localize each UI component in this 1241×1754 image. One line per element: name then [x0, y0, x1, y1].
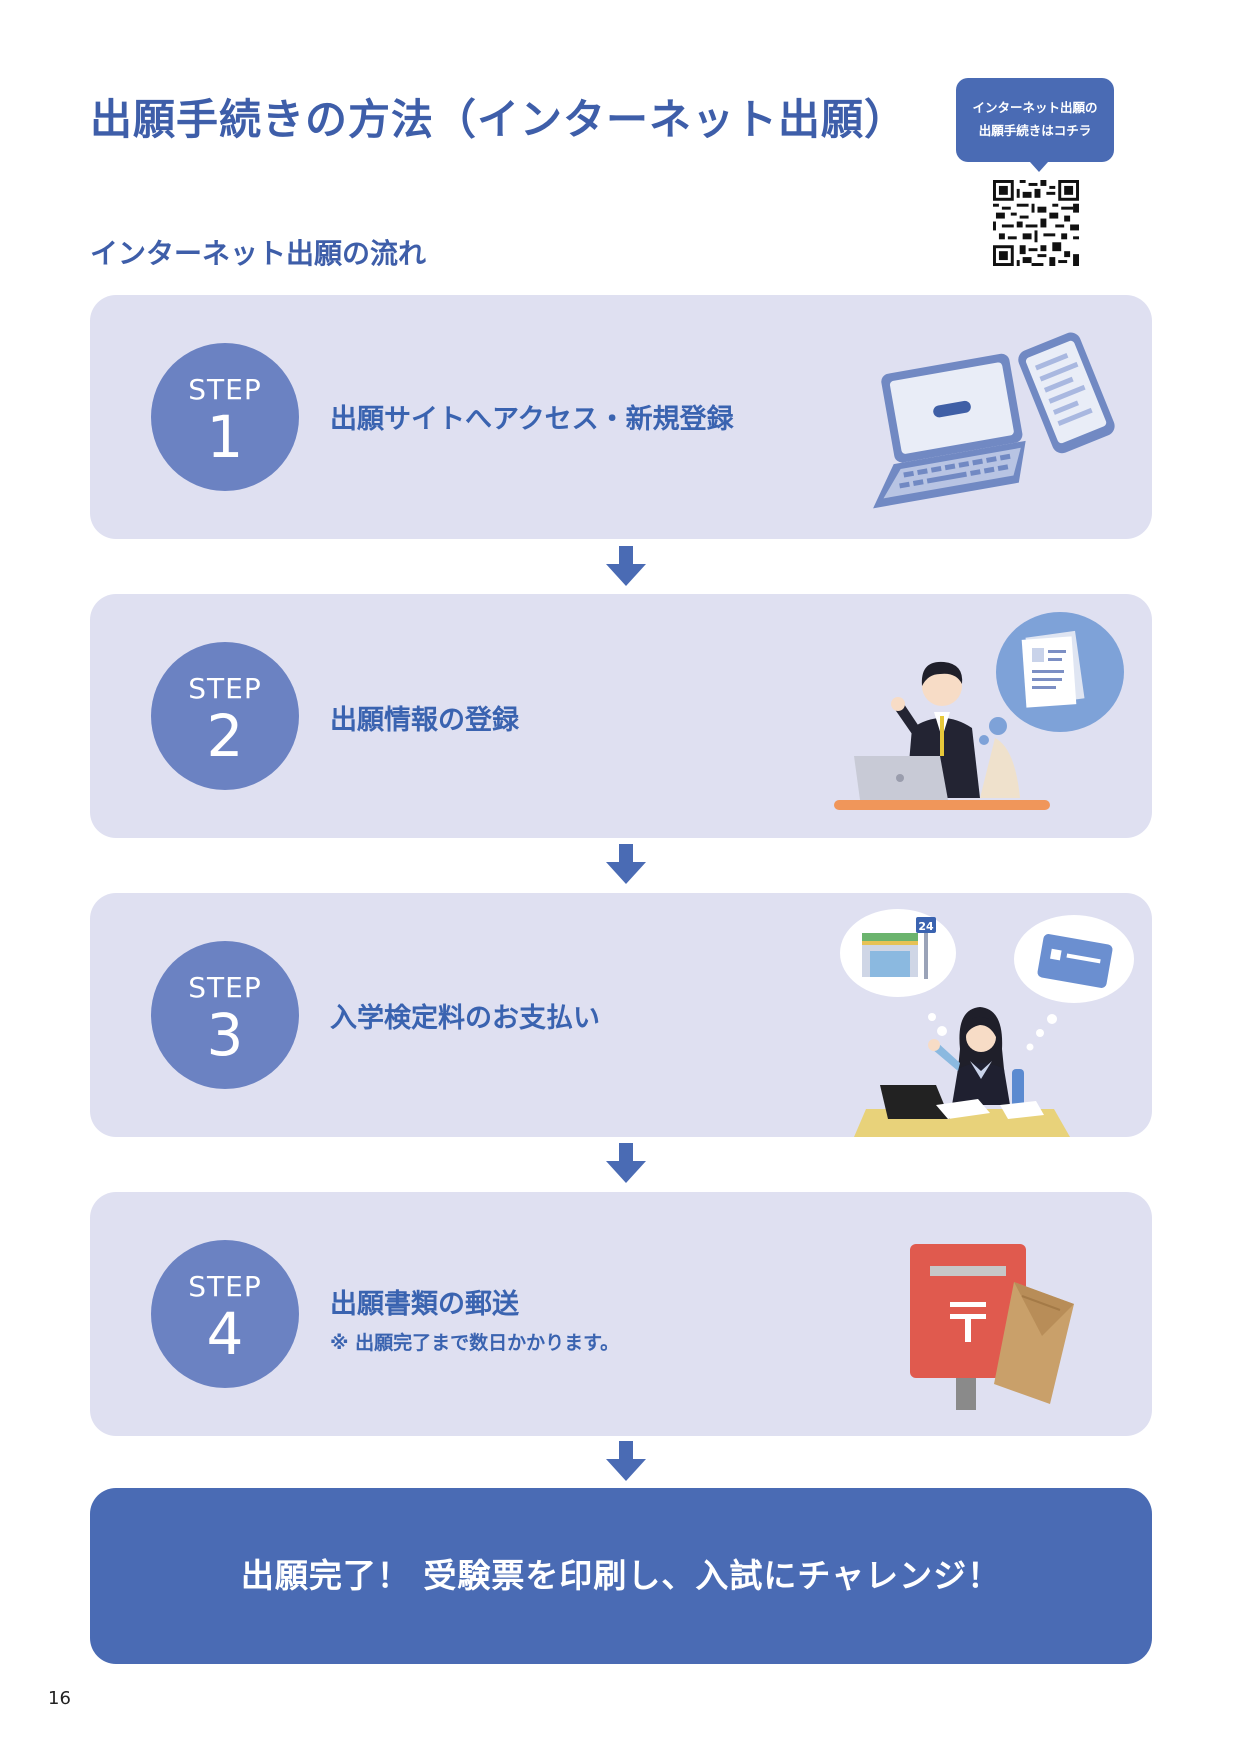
step-1-card: STEP 1 出願サイトへアクセス・新規登録 [90, 295, 1152, 539]
person-at-laptop-icon [834, 612, 1124, 810]
step-2-text: 出願情報の登録 [330, 705, 519, 736]
step-4-text: 出願書類の郵送 [330, 1289, 519, 1320]
qr-callout-line1: インターネット出願の [972, 100, 1098, 115]
page-number: 16 [48, 1688, 71, 1709]
step-2-card: STEP 2 出願情報の登録 [90, 594, 1152, 838]
step-3-badge: STEP 3 [151, 941, 299, 1089]
step-2-badge: STEP 2 [151, 642, 299, 790]
qr-callout: インターネット出願の 出願手続きはコチラ [956, 78, 1114, 172]
step-3-card: STEP 3 入学検定料のお支払い 24 [90, 893, 1152, 1137]
step-number: 1 [206, 403, 244, 471]
section-subtitle: インターネット出願の流れ [90, 237, 427, 270]
step-number: 4 [206, 1300, 244, 1368]
step-number: 3 [206, 1001, 244, 1069]
down-arrow-icon [606, 1143, 646, 1183]
page-title: 出願手続きの方法（インターネット出願） [90, 95, 908, 144]
step-number: 2 [206, 702, 244, 770]
step-label: STEP [188, 672, 262, 705]
down-arrow-icon [606, 1441, 646, 1481]
step-4-note: ※ 出願完了まで数日かかります。 [330, 1332, 620, 1354]
student-payment-icon: 24 [840, 909, 1134, 1137]
step-1-badge: STEP 1 [151, 343, 299, 491]
store-badge-text: 24 [918, 920, 934, 933]
down-arrow-icon [606, 844, 646, 884]
down-arrow-icon [606, 546, 646, 586]
step-label: STEP [188, 971, 262, 1004]
step-4-badge: STEP 4 [151, 1240, 299, 1388]
step-label: STEP [188, 1270, 262, 1303]
step-1-text: 出願サイトへアクセス・新規登録 [330, 404, 734, 435]
step-3-text: 入学検定料のお支払い [330, 1003, 600, 1034]
laptop-tablet-icon [873, 332, 1115, 509]
step-4-card: STEP 4 出願書類の郵送 ※ 出願完了まで数日かかります。 [90, 1192, 1152, 1436]
qr-code-icon[interactable] [993, 180, 1079, 266]
step-label: STEP [188, 373, 262, 406]
completion-banner: 出願完了！ 受験票を印刷し、入試にチャレンジ！ [90, 1488, 1152, 1664]
qr-callout-line2: 出願手続きはコチラ [978, 123, 1092, 138]
mailbox-envelope-icon [910, 1244, 1074, 1410]
